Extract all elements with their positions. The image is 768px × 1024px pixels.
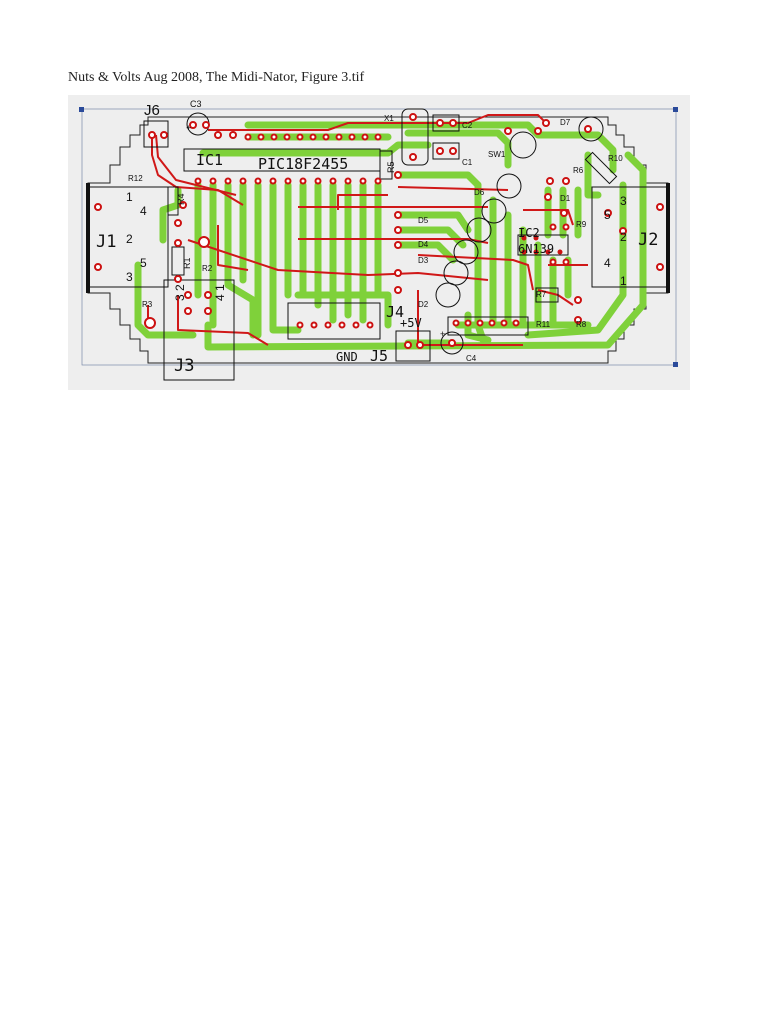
label-ic1: IC1: [196, 151, 223, 169]
label-r10: R10: [608, 154, 623, 163]
label-sw1: SW1: [488, 150, 506, 159]
j1-pin-5: 5: [140, 256, 147, 270]
label-j2: J2: [638, 230, 658, 250]
label-j5: J5: [370, 347, 388, 365]
label-c3: C3: [190, 99, 202, 109]
filled-pads: [521, 235, 563, 255]
j2-pin-4: 4: [604, 256, 611, 270]
label-d2: D2: [418, 300, 429, 309]
j2-pin-1: 1: [620, 274, 627, 288]
label-ic2: IC2: [518, 226, 540, 240]
label-r2: R2: [202, 264, 213, 273]
pcb-diagram: J6 C3 + X1 C2 C1 D7 SW1 R10 R12 R4 IC1 P…: [68, 95, 690, 390]
label-r5: R5: [386, 161, 396, 173]
label-r3: R3: [142, 300, 153, 309]
label-d7: D7: [560, 118, 571, 127]
label-d6: D6: [474, 188, 485, 197]
label-plus-c3: +: [186, 123, 191, 133]
label-r1: R1: [182, 257, 192, 269]
label-d1: D1: [560, 194, 571, 203]
label-r4: R4: [176, 193, 186, 205]
label-r11: R11: [536, 320, 551, 329]
label-r8: R8: [576, 320, 587, 329]
label-plus-5v: +5V: [400, 316, 422, 330]
green-traces: [134, 121, 647, 351]
component-labels: J6 C3 + X1 C2 C1 D7 SW1 R10 R12 R4 IC1 P…: [96, 99, 658, 376]
label-x1: X1: [384, 114, 394, 123]
label-c2: C2: [462, 121, 473, 130]
label-plus-c4: +: [440, 329, 445, 339]
j3-pins-4-1: 4 1: [213, 284, 227, 301]
label-r9: R9: [576, 220, 587, 229]
label-c4: C4: [466, 354, 477, 363]
component-outlines: [87, 108, 669, 381]
j2-pin-2: 2: [620, 230, 627, 244]
label-d5: D5: [418, 216, 429, 225]
label-j3: J3: [174, 356, 194, 376]
board-outline: [87, 116, 669, 364]
figure-caption: Nuts & Volts Aug 2008, The Midi-Nator, F…: [68, 70, 365, 85]
label-6n139: 6N139: [518, 242, 554, 256]
label-d4: D4: [418, 240, 429, 249]
j1-pin-3: 3: [126, 270, 133, 284]
j1-pin-4: 4: [140, 204, 147, 218]
label-j4: J4: [386, 303, 404, 321]
label-r12: R12: [128, 174, 143, 183]
j3-pins-3-2: 3 2: [173, 284, 187, 301]
j1-pin-2: 2: [126, 232, 133, 246]
label-d3: D3: [418, 256, 429, 265]
label-j1: J1: [96, 232, 116, 252]
j1-pin-1: 1: [126, 190, 133, 204]
label-r6: R6: [573, 166, 584, 175]
label-gnd: GND: [336, 350, 358, 364]
j2-pin-3: 3: [620, 194, 627, 208]
label-j6: J6: [144, 102, 160, 119]
label-pic18f2455: PIC18F2455: [258, 155, 348, 173]
label-r7: R7: [536, 290, 547, 299]
label-c1: C1: [462, 158, 473, 167]
pcb-layout-figure: J6 C3 + X1 C2 C1 D7 SW1 R10 R12 R4 IC1 P…: [68, 95, 690, 390]
pads: [94, 113, 664, 349]
j2-pin-5: 5: [604, 208, 611, 222]
